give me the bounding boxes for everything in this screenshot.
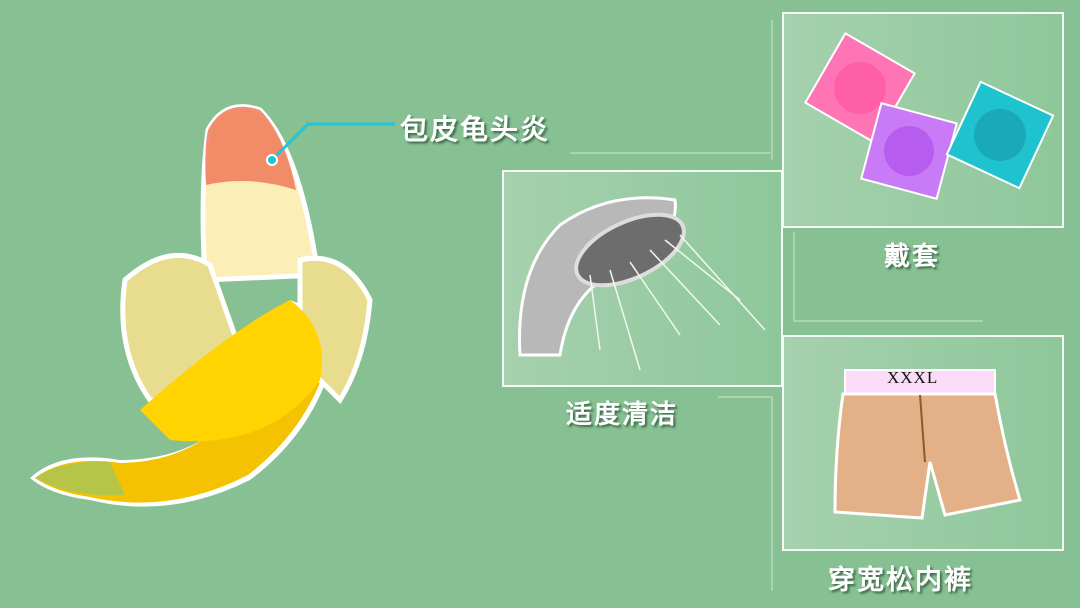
connector-line (570, 152, 773, 154)
underwear-label: 穿宽松内裤 (828, 565, 973, 596)
shower-head-icon (518, 196, 766, 371)
size-tag: XXXL (887, 368, 939, 387)
condom-label: 戴套 (884, 242, 941, 272)
connector-line (771, 396, 773, 591)
banana-illustration (30, 104, 373, 507)
connector-line (793, 320, 983, 322)
connector-line (793, 232, 795, 322)
callout-pointer (266, 122, 395, 166)
underwear-icon (833, 369, 1022, 520)
connector-line (718, 396, 772, 398)
condom-packets-icon (803, 31, 1055, 200)
connector-line (771, 20, 773, 160)
cleaning-label: 适度清洁 (566, 400, 679, 430)
main-title-label: 包皮龟头炎 (400, 113, 551, 146)
